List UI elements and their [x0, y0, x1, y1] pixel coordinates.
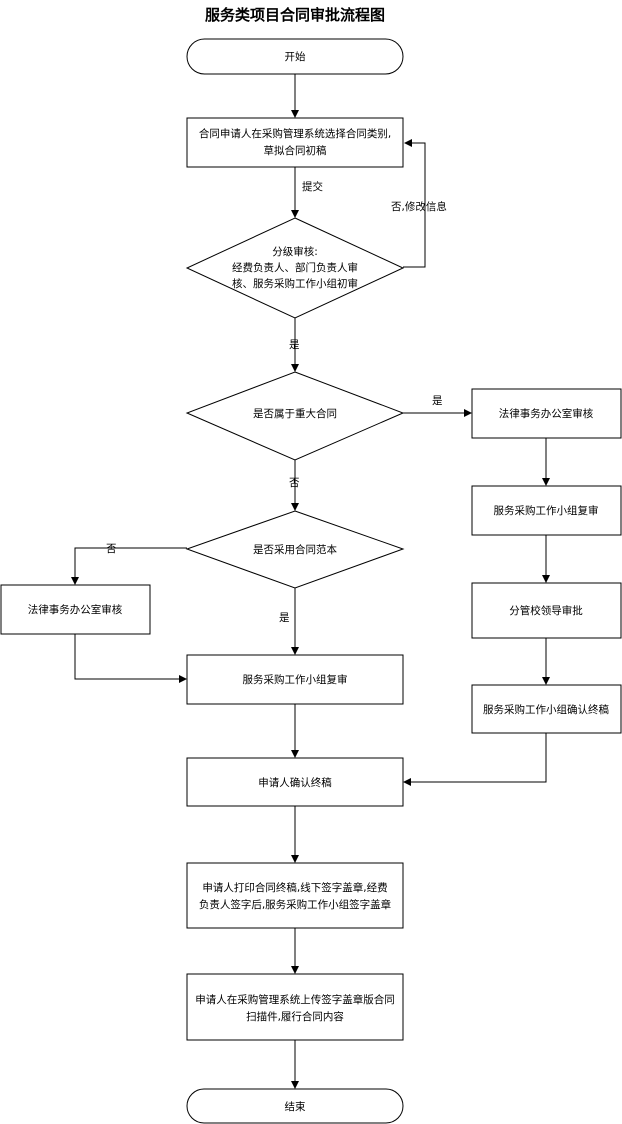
node-apply-line1: 合同申请人在采购管理系统选择合同类别, [199, 127, 391, 140]
node-end-label: 结束 [285, 1100, 306, 1113]
node-upload-line1: 申请人在采购管理系统上传签字盖章版合同 [195, 993, 395, 1006]
node-final-right: 服务采购工作小组确认终稿 [471, 684, 622, 734]
node-legal-left-label: 法律事务办公室审核 [28, 603, 123, 616]
node-upload: 申请人在采购管理系统上传签字盖章版合同 扫描件,履行合同内容 [186, 973, 404, 1041]
edge-label-major-yes: 是 [432, 395, 443, 407]
arrowhead [291, 210, 299, 218]
node-end: 结束 [186, 1088, 404, 1124]
arrowhead [291, 1081, 299, 1089]
node-template-decision: 是否采用合同范本 [185, 510, 405, 589]
edge-review-reject-loop [403, 142, 426, 268]
node-review-decision: 分级审核: 经费负责人、部门负责人审 核、服务采购工作小组初审 [185, 217, 405, 319]
node-review-line3: 核、服务采购工作小组初审 [232, 277, 358, 290]
arrowhead [542, 478, 550, 486]
arrowhead [291, 855, 299, 863]
edge-label-template-yes: 是 [279, 612, 290, 624]
node-leader: 分管校领导审批 [471, 582, 622, 639]
edge-label-submit: 提交 [302, 180, 323, 193]
arrowhead [71, 577, 79, 585]
edge-legal-left-recheck [74, 634, 181, 680]
arrowhead [291, 647, 299, 655]
edge-labels: 提交 否,修改信息 是 是 否 否 是 [106, 180, 447, 624]
node-print-line2: 负责人签字后,服务采购工作小组签字盖章 [199, 898, 391, 911]
arrowhead [542, 677, 550, 685]
diagram-title: 服务类项目合同审批流程图 [205, 6, 385, 24]
node-recheck-center-label: 服务采购工作小组复审 [243, 673, 348, 686]
arrowhead [291, 503, 299, 511]
node-recheck-right: 服务采购工作小组复审 [471, 485, 622, 536]
edge-label-template-no: 否 [106, 543, 117, 555]
arrowhead [291, 966, 299, 974]
edges [71, 74, 550, 1089]
edge-final-right-confirm [409, 733, 547, 783]
node-major-label: 是否属于重大合同 [253, 407, 337, 420]
node-confirm-label: 申请人确认终稿 [258, 776, 332, 789]
arrowhead [291, 750, 299, 758]
node-review-line1: 分级审核: [272, 245, 318, 258]
node-apply: 合同申请人在采购管理系统选择合同类别, 草拟合同初稿 [186, 117, 404, 168]
edge-label-major-no: 否 [289, 477, 300, 489]
node-print: 申请人打印合同终稿,线下签字盖章,经费 负责人签字后,服务采购工作小组签字盖章 [186, 862, 404, 929]
arrowhead [542, 575, 550, 583]
node-print-line1: 申请人打印合同终稿,线下签字盖章,经费 [202, 881, 387, 894]
node-legal-right-label: 法律事务办公室审核 [499, 407, 594, 420]
node-legal-left: 法律事务办公室审核 [0, 584, 151, 635]
node-confirm: 申请人确认终稿 [186, 757, 404, 807]
arrowhead [291, 110, 299, 118]
node-template-label: 是否采用合同范本 [253, 543, 337, 556]
arrowhead [464, 409, 472, 417]
arrowhead [291, 364, 299, 372]
node-final-right-label: 服务采购工作小组确认终稿 [483, 703, 609, 716]
node-upload-line2: 扫描件,履行合同内容 [246, 1010, 344, 1023]
node-start-label: 开始 [285, 50, 306, 63]
node-recheck-right-label: 服务采购工作小组复审 [494, 504, 599, 517]
arrowhead [179, 675, 187, 683]
arrowhead [403, 778, 411, 786]
edge-label-review-yes: 是 [289, 339, 300, 351]
edge-label-reject-modify: 否,修改信息 [391, 200, 447, 213]
node-apply-line2: 草拟合同初稿 [264, 144, 327, 157]
node-start: 开始 [186, 38, 404, 75]
edge-template-legal-left [74, 547, 187, 579]
node-major-decision: 是否属于重大合同 [185, 371, 405, 461]
node-recheck-center: 服务采购工作小组复审 [186, 654, 404, 705]
node-leader-label: 分管校领导审批 [509, 604, 583, 617]
node-legal-right: 法律事务办公室审核 [471, 388, 622, 439]
node-review-line2: 经费负责人、部门负责人审 [232, 261, 358, 274]
arrowhead [404, 139, 412, 147]
